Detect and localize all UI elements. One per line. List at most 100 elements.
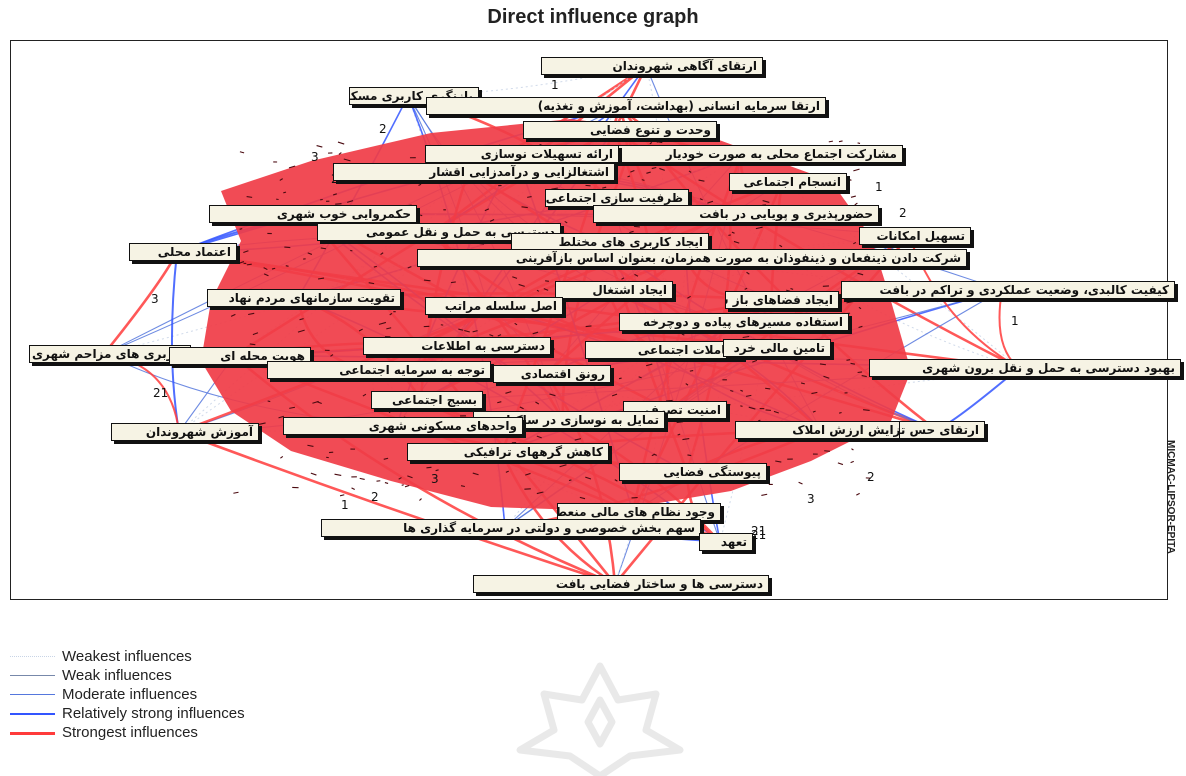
- legend-label: Weakest influences: [62, 648, 192, 665]
- hub-mark: [585, 325, 592, 328]
- hub-mark: [757, 419, 761, 422]
- graph-node: تسهیل امکانات: [859, 227, 971, 245]
- legend-swatch-relatively-strong: [10, 713, 55, 715]
- hub-mark: [773, 410, 779, 414]
- hub-mark: [525, 472, 531, 476]
- hub-mark: [614, 479, 618, 482]
- hub-mark: [641, 179, 645, 181]
- graph-node: شرکت دادن ذینفعان و ذینفوذان به صورت همز…: [417, 249, 967, 267]
- graph-node: توجه به سرمایه اجتماعی: [267, 361, 491, 379]
- legend-swatch-moderate: [10, 694, 55, 695]
- hub-mark: [249, 343, 256, 346]
- hub-mark: [677, 433, 681, 436]
- hub-mark: [861, 374, 867, 378]
- edge-weight-label: 1: [1011, 314, 1019, 328]
- hub-mark: [358, 328, 363, 332]
- hub-mark: [386, 327, 392, 330]
- graph-node: ایجاد فضاهای باز شهری: [725, 291, 839, 309]
- hub-mark: [536, 491, 544, 495]
- hub-mark: [239, 228, 243, 230]
- hub-mark: [621, 277, 625, 280]
- hub-mark: [611, 393, 618, 397]
- edge-weight-label: 1: [341, 498, 349, 512]
- hub-mark: [316, 401, 322, 404]
- hub-mark: [389, 312, 393, 316]
- hub-mark: [846, 359, 851, 361]
- hub-mark: [651, 453, 656, 457]
- legend-item-weakest: Weakest influences: [10, 648, 370, 667]
- hub-mark: [543, 288, 549, 291]
- hub-mark: [233, 491, 239, 494]
- hub-mark: [527, 196, 532, 198]
- graph-node: ارتقای حس تعلق: [899, 421, 985, 439]
- hub-mark: [823, 375, 830, 379]
- graph-node: ظرفیت سازی اجتماعی: [545, 189, 689, 207]
- hub-mark: [407, 475, 413, 479]
- hub-mark: [765, 387, 771, 390]
- hub-mark: [551, 187, 558, 190]
- hub-mark: [484, 208, 490, 212]
- graph-node: تقویت سازمانهای مردم نهاد: [207, 289, 401, 307]
- hub-mark: [649, 142, 653, 145]
- hub-mark: [278, 415, 284, 419]
- graph-node: تعهد: [699, 533, 753, 551]
- graph-node: کاهش گرههای ترافیکی: [407, 443, 609, 461]
- hub-mark: [346, 200, 354, 203]
- hub-mark: [633, 225, 640, 228]
- hub-mark: [748, 406, 756, 410]
- hub-mark: [532, 331, 539, 335]
- graph-node: اعتماد محلی: [129, 243, 237, 261]
- hub-mark: [645, 363, 653, 367]
- graph-node: انسجام اجتماعی: [729, 173, 847, 191]
- graph-node: اصل سلسله مراتب: [425, 297, 563, 315]
- graph-node: حضورپذیری و پویایی در بافت: [593, 205, 879, 223]
- edge-weight-label: 1: [551, 78, 559, 92]
- hub-mark: [307, 444, 314, 447]
- hub-mark: [605, 299, 609, 303]
- edge-weight-label: 2: [379, 122, 387, 136]
- hub-mark: [762, 200, 770, 203]
- legend-item-strongest: Strongest influences: [10, 724, 370, 743]
- hub-mark: [685, 383, 689, 386]
- hub-mark: [499, 181, 505, 184]
- graph-node: افزایش ارزش املاک: [735, 421, 919, 439]
- legend-item-relatively-strong: Relatively strong influences: [10, 705, 370, 724]
- hub-mark: [505, 470, 509, 473]
- hub-mark: [380, 252, 384, 255]
- graph-node: کیفیت کالبدی، وضعیت عملکردی و تراکم در ب…: [841, 281, 1175, 299]
- hub-mark: [458, 328, 464, 331]
- hub-mark: [518, 283, 525, 287]
- hub-mark: [857, 371, 863, 374]
- hub-mark: [418, 183, 422, 187]
- edge-outer: [998, 289, 1020, 369]
- graph-frame: 12321123211232112321 ارتقای آگاهی شهروند…: [10, 40, 1181, 600]
- edge-weight-label: 21: [751, 524, 766, 538]
- hub-mark: [359, 477, 365, 480]
- hub-mark: [316, 145, 323, 148]
- hub-mark: [373, 265, 377, 268]
- hub-mark: [514, 322, 518, 326]
- graph-node: بهبود دسترسی به حمل و نقل برون شهری: [869, 359, 1181, 377]
- software-label: MICMAC-LIPSOR-EPITA: [1165, 440, 1176, 554]
- legend: Weakest influences Weak influences Moder…: [10, 648, 370, 743]
- graph-node: اشتغالزایی و درآمدزایی اقشار: [333, 163, 615, 181]
- hub-mark: [289, 406, 296, 409]
- edge-weight-label: 2: [371, 490, 379, 504]
- hub-mark: [779, 244, 783, 248]
- hub-mark: [638, 376, 642, 379]
- hub-mark: [535, 401, 540, 405]
- hub-mark: [731, 231, 735, 234]
- hub-mark: [579, 496, 586, 500]
- hub-mark: [477, 242, 485, 245]
- hub-mark: [856, 492, 860, 496]
- hub-mark: [279, 178, 283, 181]
- hub-mark: [853, 241, 857, 245]
- graph-node: مشارکت اجتماع محلی به صورت خودیار: [593, 145, 903, 163]
- edge-weight-label: 3: [311, 150, 319, 164]
- hub-mark: [283, 191, 287, 194]
- hub-mark: [574, 438, 582, 441]
- hub-mark: [651, 166, 657, 170]
- hub-mark: [819, 363, 826, 366]
- hub-mark: [790, 287, 794, 290]
- hub-mark: [740, 405, 743, 407]
